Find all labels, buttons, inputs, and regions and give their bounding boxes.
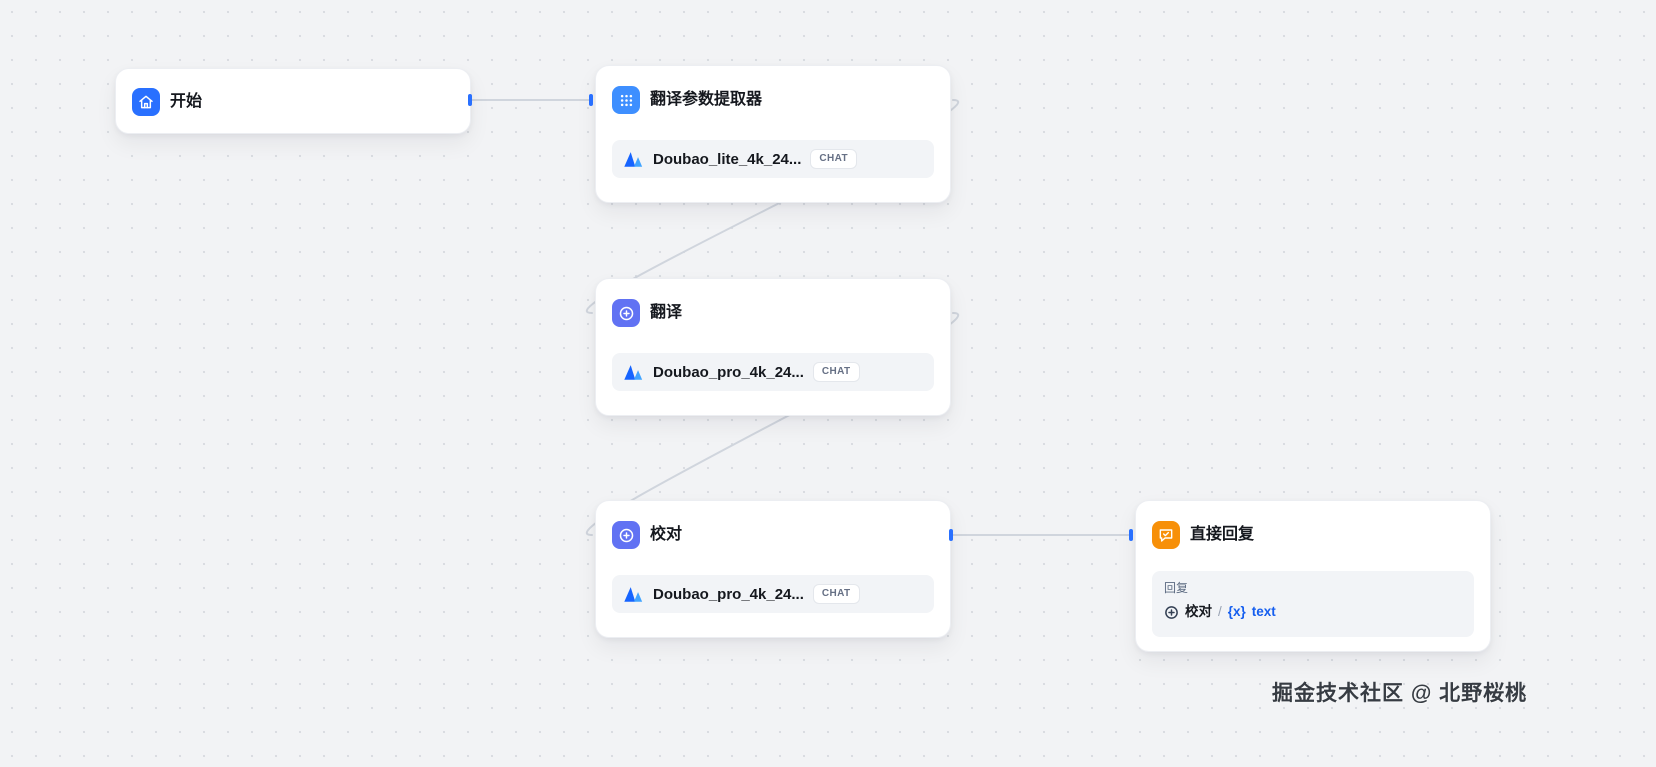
- model-selector[interactable]: Doubao_lite_4k_24... CHAT: [612, 140, 934, 178]
- node-title: 校对: [650, 526, 683, 543]
- node-title: 直接回复: [1190, 526, 1255, 543]
- ref-node-title: 校对: [1185, 604, 1212, 619]
- model-type-badge: CHAT: [810, 149, 858, 169]
- node-start[interactable]: 开始: [115, 68, 471, 134]
- reply-icon: [1152, 521, 1180, 549]
- node-parameter-extractor[interactable]: 翻译参数提取器 Doubao_lite_4k_24... CHAT: [595, 65, 951, 203]
- model-name: Doubao_pro_4k_24...: [653, 363, 804, 381]
- model-type-badge: CHAT: [812, 362, 860, 382]
- target-handle-reply[interactable]: [1129, 529, 1133, 541]
- node-header: 校对: [596, 501, 950, 549]
- doubao-model-icon: [622, 583, 644, 605]
- variable-name: text: [1251, 604, 1276, 619]
- variable-reference[interactable]: 校对 / {x} text: [1164, 602, 1462, 622]
- reply-box: 回复 校对 / {x} text: [1152, 571, 1474, 637]
- node-header: 开始: [116, 69, 470, 116]
- llm-ref-icon: [1164, 605, 1179, 620]
- node-title: 翻译参数提取器: [650, 91, 763, 108]
- node-header: 直接回复: [1136, 501, 1490, 549]
- node-proofread[interactable]: 校对 Doubao_pro_4k_24... CHAT: [595, 500, 951, 638]
- llm-icon: [612, 521, 640, 549]
- node-title: 开始: [170, 93, 203, 110]
- path-separator: /: [1218, 604, 1222, 619]
- variable-x-icon: {x}: [1227, 604, 1246, 619]
- llm-icon: [612, 299, 640, 327]
- reply-label: 回复: [1164, 581, 1189, 595]
- model-name: Doubao_pro_4k_24...: [653, 585, 804, 603]
- model-selector[interactable]: Doubao_pro_4k_24... CHAT: [612, 575, 934, 613]
- node-translate[interactable]: 翻译 Doubao_pro_4k_24... CHAT: [595, 278, 951, 416]
- home-icon: [132, 88, 160, 116]
- doubao-model-icon: [622, 361, 644, 383]
- target-handle-extractor[interactable]: [589, 94, 593, 106]
- model-name: Doubao_lite_4k_24...: [653, 150, 802, 168]
- source-handle-proofread[interactable]: [949, 529, 953, 541]
- parameter-extractor-icon: [612, 86, 640, 114]
- source-handle-start[interactable]: [468, 94, 472, 106]
- model-selector[interactable]: Doubao_pro_4k_24... CHAT: [612, 353, 934, 391]
- node-direct-reply[interactable]: 直接回复 回复 校对 / {x} text: [1135, 500, 1491, 652]
- node-title: 翻译: [650, 304, 683, 321]
- model-type-badge: CHAT: [812, 584, 860, 604]
- node-header: 翻译: [596, 279, 950, 327]
- node-header: 翻译参数提取器: [596, 66, 950, 114]
- watermark-text: 掘金技术社区 @ 北野桜桃: [1272, 682, 1528, 705]
- doubao-model-icon: [622, 148, 644, 170]
